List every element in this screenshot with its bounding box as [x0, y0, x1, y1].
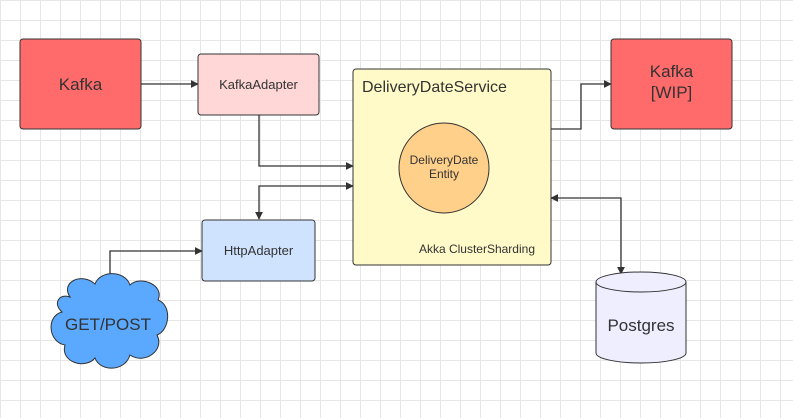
http-adapter-label: HttpAdapter: [224, 243, 294, 258]
kafka-adapter-node[interactable]: KafkaAdapter: [197, 53, 320, 116]
edge-kafkaadapter-to-service[interactable]: [258, 115, 354, 170]
delivery-date-entity-node[interactable]: DeliveryDate Entity: [398, 122, 490, 214]
kafka-source-label: Kafka: [59, 75, 103, 94]
delivery-date-service-title: DeliveryDateService: [362, 79, 507, 96]
get-post-cloud-shape: [50, 273, 169, 369]
postgres-cylinder-top: [595, 271, 687, 293]
postgres-cylinder-body: [595, 282, 687, 364]
get-post-cloud-label: GET/POST: [65, 315, 151, 334]
postgres-node[interactable]: Postgres: [595, 271, 687, 364]
edge-httpadapter-service-bidirectional[interactable]: [255, 182, 354, 220]
kafka-wip-node[interactable]: Kafka [WIP]: [610, 38, 733, 130]
http-adapter-shape: [201, 219, 316, 282]
kafka-wip-label-line2: [WIP]: [651, 83, 693, 102]
connectors: [106, 80, 625, 284]
edge-getpost-httpadapter-bidirectional[interactable]: [106, 247, 203, 284]
kafka-wip-shape: [610, 38, 733, 130]
kafka-adapter-shape: [197, 53, 320, 116]
kafka-source-shape: [19, 38, 142, 130]
kafka-source-node[interactable]: Kafka: [19, 38, 142, 130]
kafka-adapter-label: KafkaAdapter: [219, 77, 298, 92]
http-adapter-node[interactable]: HttpAdapter: [201, 219, 316, 282]
delivery-date-service-footer: Akka ClusterSharding: [419, 242, 535, 256]
delivery-date-entity-label-line1: DeliveryDate: [410, 153, 479, 167]
postgres-label: Postgres: [607, 316, 674, 335]
get-post-cloud-node[interactable]: GET/POST: [50, 273, 169, 369]
delivery-date-entity-shape: [398, 122, 490, 214]
kafka-wip-label-line1: Kafka: [650, 62, 694, 81]
delivery-date-entity-label-line2: Entity: [429, 167, 459, 181]
edge-service-to-kafka-wip[interactable]: [551, 80, 612, 130]
edge-service-postgres-bidirectional[interactable]: [550, 194, 625, 275]
